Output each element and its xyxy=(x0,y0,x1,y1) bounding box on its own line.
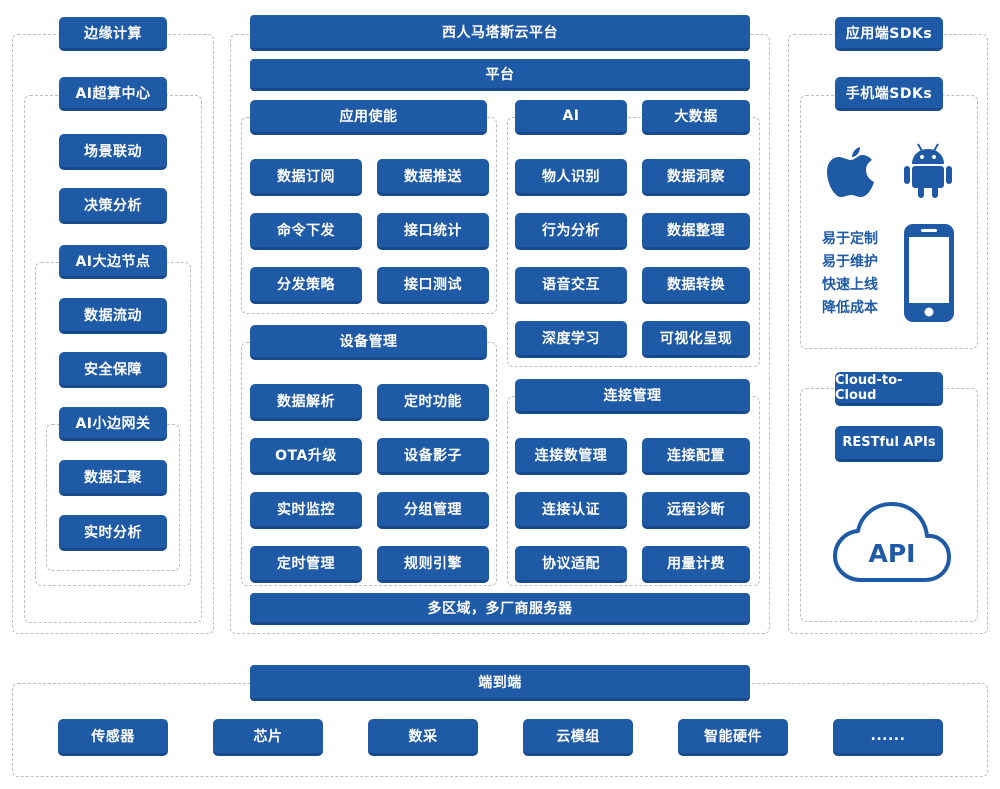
device-mgmt-title: 设备管理 xyxy=(250,325,487,360)
conn-mgmt-item: 连接数管理 xyxy=(515,438,627,475)
ai-item: 语音交互 xyxy=(515,267,627,304)
conn-mgmt-item: 协议适配 xyxy=(515,546,627,583)
app-sdks-title: 应用端SDKs xyxy=(835,17,943,51)
ai-item: 深度学习 xyxy=(515,321,627,358)
end-to-end-title: 端到端 xyxy=(250,665,750,701)
smartphone-icon xyxy=(904,224,954,322)
data-aggregation-box: 数据汇聚 xyxy=(59,460,167,496)
device-mgmt-item: 设备影子 xyxy=(377,438,489,475)
ai-bigdata-region xyxy=(507,117,760,367)
ai-super-center-label: AI超算中心 xyxy=(59,77,167,111)
ai-small-edge-gateway-label: AI小边网关 xyxy=(59,407,167,441)
api-cloud-icon: API xyxy=(833,502,951,582)
multi-region-bar: 多区域，多厂商服务器 xyxy=(250,593,750,625)
platform-title: 西人马塔斯云平台 xyxy=(250,15,750,51)
android-icon xyxy=(904,143,952,198)
device-mgmt-item: 定时管理 xyxy=(250,546,362,583)
feature-text: 降低成本 xyxy=(822,300,878,316)
bigdata-item: 数据洞察 xyxy=(642,159,750,196)
apple-icon xyxy=(827,147,874,197)
app-enable-item: 接口统计 xyxy=(377,213,489,250)
conn-mgmt-item: 用量计费 xyxy=(642,546,750,583)
app-enable-item: 数据订阅 xyxy=(250,159,362,196)
feature-text: 易于维护 xyxy=(822,254,878,270)
bigdata-item: 可视化呈现 xyxy=(642,321,750,358)
end-to-end-item: 芯片 xyxy=(213,719,323,756)
ai-big-edge-node-label: AI大边节点 xyxy=(59,245,167,279)
restful-apis-box: RESTful APIs xyxy=(835,426,943,462)
app-enable-item: 分发策略 xyxy=(250,267,362,304)
end-to-end-item: 智能硬件 xyxy=(678,719,788,756)
security-box: 安全保障 xyxy=(59,352,167,388)
conn-mgmt-title: 连接管理 xyxy=(515,379,750,414)
api-label: API xyxy=(869,539,916,568)
ai-item: 行为分析 xyxy=(515,213,627,250)
device-mgmt-item: 规则引擎 xyxy=(377,546,489,583)
device-mgmt-item: 定时功能 xyxy=(377,384,489,421)
ai-title: AI xyxy=(515,100,627,135)
end-to-end-item: 数采 xyxy=(368,719,478,756)
platform-bar: 平台 xyxy=(250,59,750,91)
conn-mgmt-item: 远程诊断 xyxy=(642,492,750,529)
device-mgmt-item: 实时监控 xyxy=(250,492,362,529)
feature-text: 快速上线 xyxy=(822,277,878,293)
data-flow-box: 数据流动 xyxy=(59,298,167,334)
app-enable-item: 数据推送 xyxy=(377,159,489,196)
end-to-end-item: ...... xyxy=(833,719,943,756)
device-mgmt-item: OTA升级 xyxy=(250,438,362,475)
mobile-sdks-title: 手机端SDKs xyxy=(835,77,943,111)
device-mgmt-item: 分组管理 xyxy=(377,492,489,529)
bigdata-item: 数据整理 xyxy=(642,213,750,250)
cloud-to-cloud-title: Cloud-to-Cloud xyxy=(835,372,943,406)
bigdata-title: 大数据 xyxy=(642,100,750,135)
end-to-end-item: 传感器 xyxy=(58,719,168,756)
realtime-analysis-box: 实时分析 xyxy=(59,515,167,551)
conn-mgmt-item: 连接认证 xyxy=(515,492,627,529)
end-to-end-item: 云模组 xyxy=(523,719,633,756)
feature-text: 易于定制 xyxy=(822,231,878,247)
ai-item: 物人识别 xyxy=(515,159,627,196)
edge-computing-title: 边缘计算 xyxy=(59,17,167,51)
scene-linkage-box: 场景联动 xyxy=(59,134,167,170)
app-enable-title: 应用使能 xyxy=(250,100,487,135)
app-enable-item: 接口测试 xyxy=(377,267,489,304)
conn-mgmt-item: 连接配置 xyxy=(642,438,750,475)
device-mgmt-item: 数据解析 xyxy=(250,384,362,421)
app-enable-item: 命令下发 xyxy=(250,213,362,250)
decision-analysis-box: 决策分析 xyxy=(59,188,167,224)
bigdata-item: 数据转换 xyxy=(642,267,750,304)
